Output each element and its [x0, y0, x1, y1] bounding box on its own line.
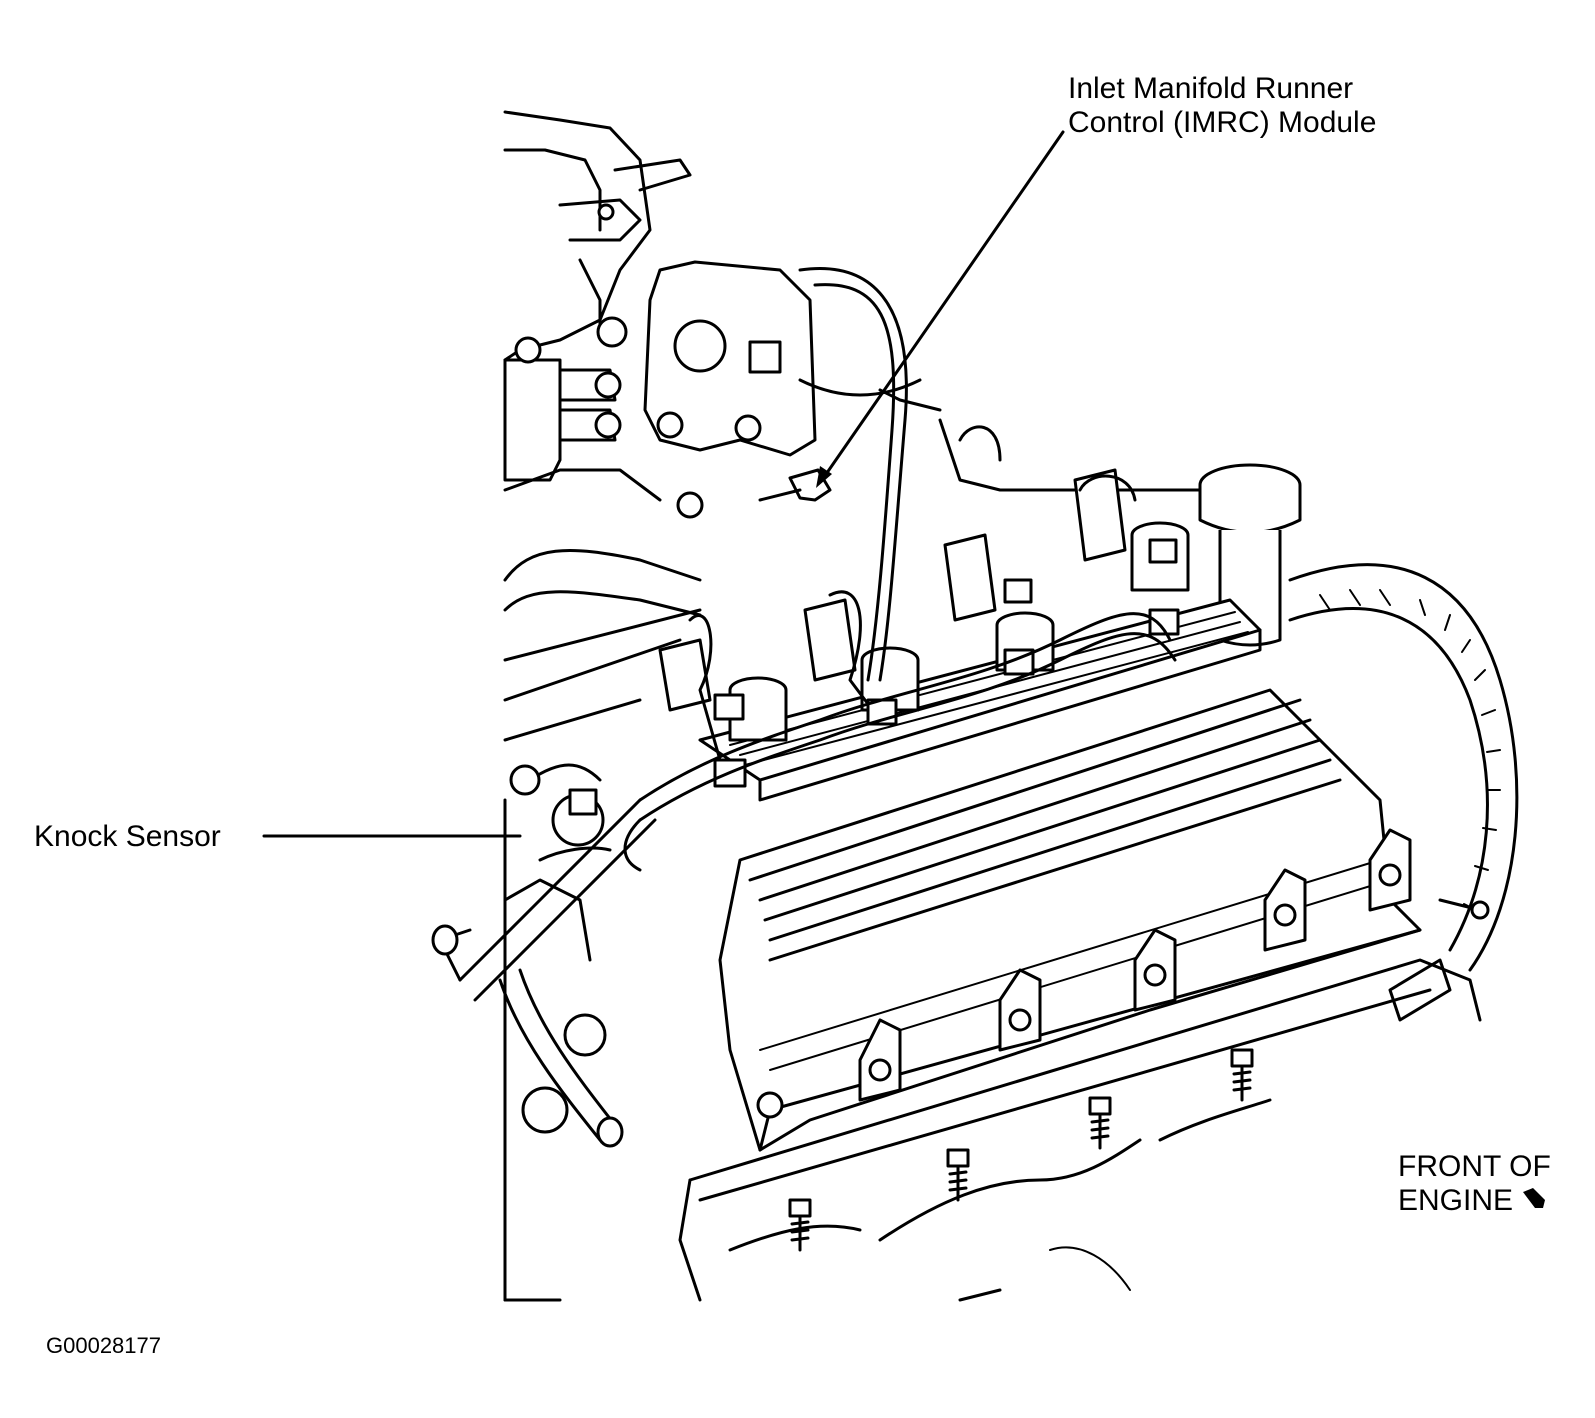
engine-block-left — [503, 763, 607, 1302]
manifold-upper-lines — [798, 378, 1202, 492]
injector-wiring-harness — [623, 267, 1177, 872]
imrc-label-line2: Control (IMRC) Module — [1068, 106, 1377, 139]
knock-sensor — [538, 788, 612, 862]
leader-lines — [262, 130, 1065, 838]
lower-left-harness — [431, 798, 657, 1148]
front-label-line2-text: ENGINE — [1398, 1184, 1514, 1217]
right-wiring-harness — [1288, 563, 1519, 1022]
fuel-injectors — [658, 468, 1190, 788]
imrc-module-label: Inlet Manifold Runner Control (IMRC) Mod… — [1068, 72, 1376, 140]
arrow-down-right-icon — [1521, 1184, 1547, 1218]
front-label-line2: ENGINE — [1398, 1184, 1551, 1218]
exhaust-studs — [788, 1048, 1254, 1252]
imrc-label-line1: Inlet Manifold Runner — [1068, 72, 1354, 105]
knock-sensor-label: Knock Sensor — [34, 820, 221, 853]
injector-1 — [658, 613, 788, 788]
injector-2 — [803, 590, 920, 726]
imrc-leader-line — [820, 130, 1065, 482]
injector-3 — [943, 533, 1055, 676]
mounting-bracket — [643, 260, 817, 519]
valve-cover-bolts — [756, 828, 1412, 1119]
figure-code: G00028177 — [46, 1333, 161, 1358]
oil-filler-cap — [1198, 463, 1302, 647]
lower-engine-lines — [503, 1246, 1131, 1302]
imrc-leader-arrowhead — [816, 466, 832, 488]
injector-4 — [1073, 468, 1190, 636]
left-side-block — [503, 316, 662, 502]
coolant-hose — [503, 548, 702, 742]
front-label-line1: FRONT OF — [1398, 1150, 1551, 1183]
front-of-engine-label: FRONT OF ENGINE — [1398, 1150, 1551, 1218]
